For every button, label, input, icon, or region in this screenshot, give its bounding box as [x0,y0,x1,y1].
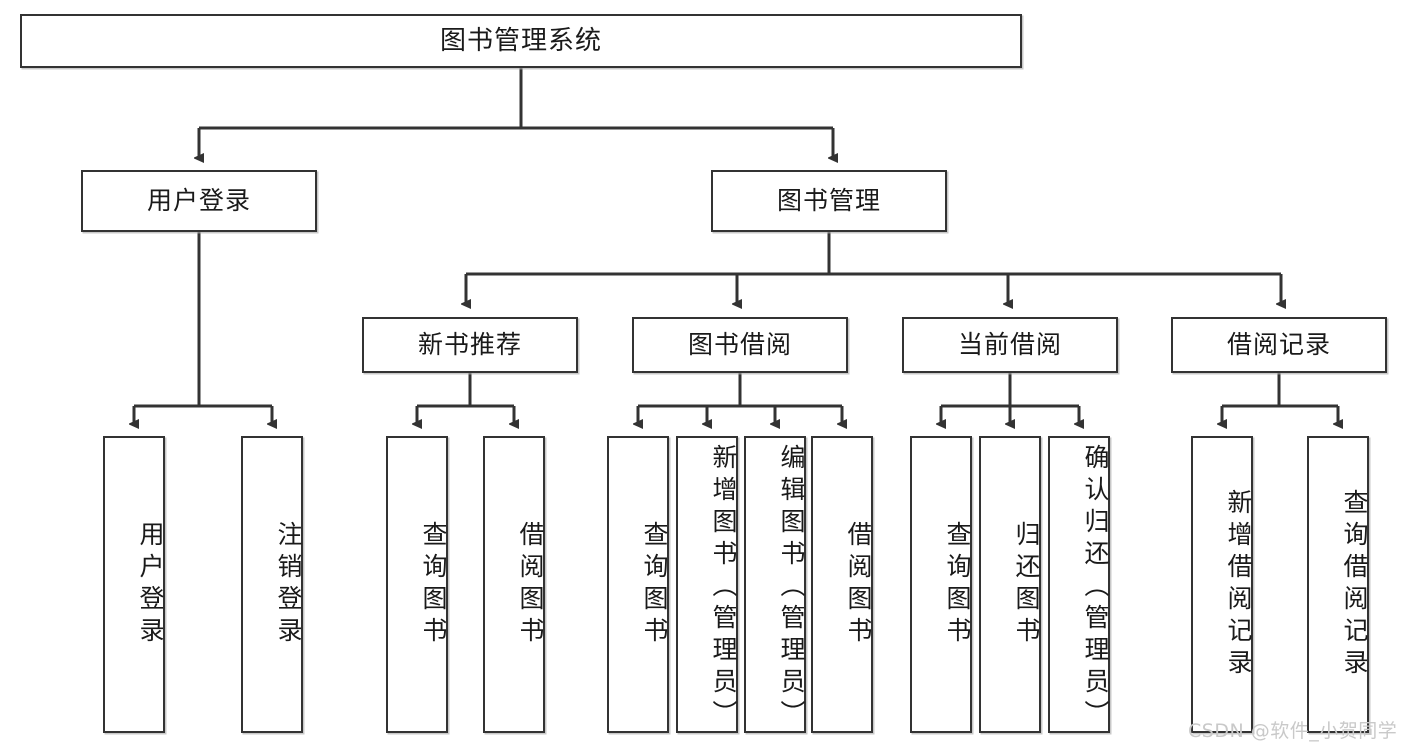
node-leaf-borrow-edit-book-admin[interactable]: 编辑图书（管理员） [744,436,806,733]
node-leaf-current-return-book[interactable]: 归还图书 [979,436,1041,733]
node-label: 注销登录 [274,520,303,649]
node-label: 查询图书 [640,520,669,649]
node-label: 确认归还（管理员） [1081,444,1110,732]
node-label: 新增借阅记录 [1224,488,1253,681]
node-leaf-borrow-query-book[interactable]: 查询图书 [607,436,669,733]
node-label: 图书借阅 [687,330,792,360]
node-borrow-record[interactable]: 借阅记录 [1171,317,1387,373]
node-label: 用户登录 [136,520,165,649]
node-leaf-current-confirm-return-admin[interactable]: 确认归还（管理员） [1048,436,1110,733]
node-user-login[interactable]: 用户登录 [81,170,317,232]
node-leaf-newbook-borrow-book[interactable]: 借阅图书 [483,436,545,733]
node-label: 借阅图书 [844,520,873,649]
node-label: 归还图书 [1012,520,1041,649]
node-label: 借阅记录 [1226,330,1331,360]
node-book-borrow[interactable]: 图书借阅 [632,317,848,373]
node-label: 查询图书 [419,520,448,649]
node-new-book-recommend[interactable]: 新书推荐 [362,317,578,373]
node-label: 借阅图书 [516,520,545,649]
node-leaf-borrow-borrow-book[interactable]: 借阅图书 [811,436,873,733]
node-current-borrow[interactable]: 当前借阅 [902,317,1118,373]
node-label: 编辑图书（管理员） [777,444,806,732]
node-leaf-current-query-book[interactable]: 查询图书 [910,436,972,733]
node-label: 查询图书 [943,520,972,649]
node-leaf-user-login[interactable]: 用户登录 [103,436,165,733]
node-book-management[interactable]: 图书管理 [711,170,947,232]
node-leaf-newbook-query-book[interactable]: 查询图书 [386,436,448,733]
node-label: 新增图书（管理员） [709,444,738,732]
node-leaf-record-add-borrow-record[interactable]: 新增借阅记录 [1191,436,1253,733]
node-label: 图书管理系统 [439,25,602,56]
node-label: 新书推荐 [417,330,522,360]
node-label: 当前借阅 [957,330,1062,360]
node-label: 查询借阅记录 [1340,488,1369,681]
node-leaf-record-query-borrow-record[interactable]: 查询借阅记录 [1307,436,1369,733]
node-leaf-borrow-add-book-admin[interactable]: 新增图书（管理员） [676,436,738,733]
node-label: 图书管理 [776,186,881,216]
node-leaf-logout[interactable]: 注销登录 [241,436,303,733]
node-label: 用户登录 [146,186,251,216]
csdn-watermark: CSDN @软件_小贺同学 [1188,720,1398,742]
node-root-book-management-system[interactable]: 图书管理系统 [20,14,1022,68]
